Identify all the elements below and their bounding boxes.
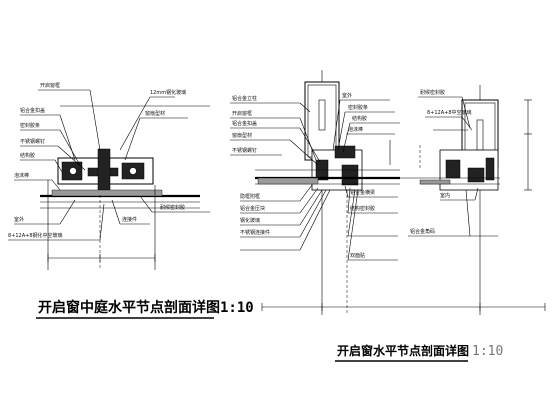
right-label-5: 室外 bbox=[342, 92, 352, 99]
right-leaders bbox=[230, 96, 498, 261]
left-label-2: 铝合金扣盖 bbox=[20, 107, 45, 114]
right-label-0: 铝合金立柱 bbox=[232, 95, 257, 102]
left-label-9: 室外 bbox=[14, 216, 24, 223]
left-leaders bbox=[8, 89, 210, 241]
left-label-7: 泡沫棒 bbox=[14, 172, 29, 179]
left-detail-title: 开启窗中庭水平节点剖面详图 bbox=[38, 299, 220, 316]
left-detail-scale: 1:10 bbox=[220, 300, 254, 316]
left-label-8: 耐候密封胶 bbox=[160, 204, 185, 211]
left-label-5: 不锈钢螺钉 bbox=[20, 138, 45, 145]
right-label-12: 铝合金压块 bbox=[240, 205, 265, 212]
left-label-4: 密封胶条 bbox=[20, 122, 40, 129]
left-label-0: 开启窗框 bbox=[40, 82, 60, 89]
right-label-6: 密封胶条 bbox=[348, 104, 368, 111]
left-label-11: 连接件 bbox=[122, 216, 137, 223]
left-label-3: 窗扇型材 bbox=[145, 110, 165, 117]
left-label-6: 结构胶 bbox=[20, 152, 35, 159]
right-label-4: 不锈钢螺钉 bbox=[232, 147, 257, 154]
right-label-16: 结构密封胶 bbox=[350, 205, 375, 212]
right-label-13: 钢化玻璃 bbox=[240, 217, 260, 224]
right-label-1: 开启窗框 bbox=[232, 110, 252, 117]
right-label-7: 结构胶 bbox=[352, 115, 367, 122]
right-label-19: 室内 bbox=[440, 192, 450, 199]
right-label-2: 铝合金扣盖 bbox=[232, 120, 257, 127]
right-label-11: 隐框附框 bbox=[240, 193, 260, 200]
left-label-10: 8+12A+8钢化中空玻璃 bbox=[8, 232, 63, 239]
right-label-10: 8+12A+8中空玻璃 bbox=[427, 109, 472, 116]
right-detail-title: 开启窗水平节点剖面详图 bbox=[337, 343, 469, 358]
right-label-14: 不锈钢连接件 bbox=[240, 229, 270, 236]
right-label-9: 耐候密封胶 bbox=[420, 89, 445, 96]
left-section-detail: 开启窗框 12mm钢化玻璃 铝合金扣盖 窗扇型材 密封胶条 不锈钢螺钉 结构胶 … bbox=[8, 82, 254, 319]
right-label-3: 窗扇型材 bbox=[232, 132, 252, 139]
right-label-15: 铝合金横梁 bbox=[350, 189, 375, 196]
left-label-1: 12mm钢化玻璃 bbox=[150, 89, 186, 96]
right-detail-scale: 1:10 bbox=[472, 344, 503, 359]
right-label-18: 铝合金角码 bbox=[410, 228, 435, 235]
right-label-17: 双面贴 bbox=[350, 252, 365, 259]
right-section-detail: 铝合金立柱 开启窗框 铝合金扣盖 窗扇型材 不锈钢螺钉 室外 密封胶条 结构胶 … bbox=[230, 70, 546, 362]
right-label-8: 泡沫棒 bbox=[348, 126, 363, 133]
